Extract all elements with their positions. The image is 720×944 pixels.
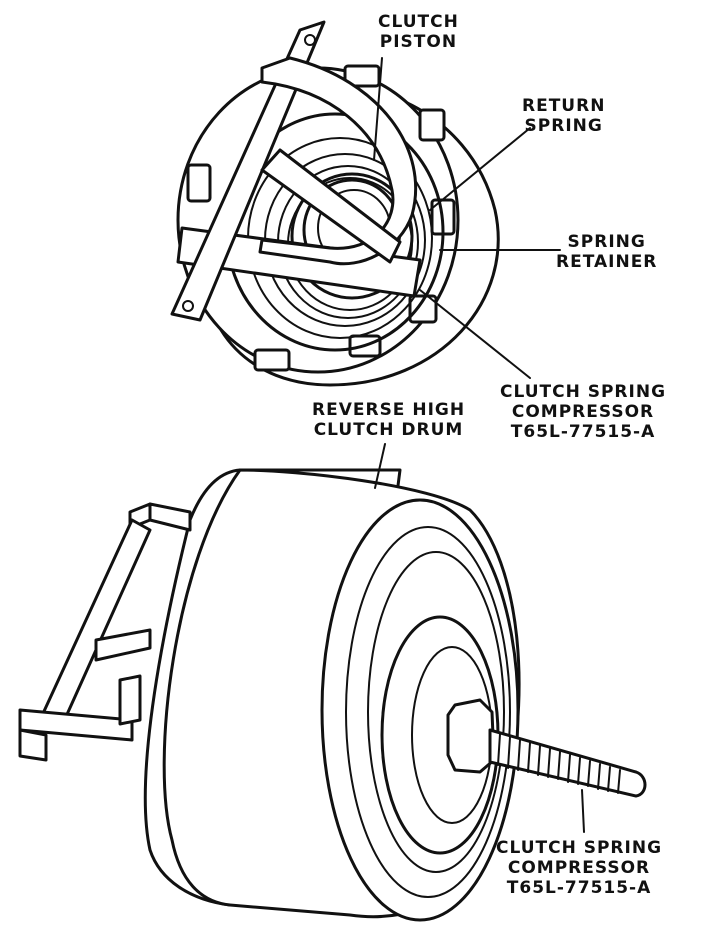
label-reverse-high-clutch-drum: REVERSE HIGH CLUTCH DRUM xyxy=(312,400,466,440)
top-assembly xyxy=(170,20,561,387)
top-leader-lines xyxy=(373,57,561,379)
bottom-assembly xyxy=(18,443,647,922)
top-drum-tabs xyxy=(186,64,456,372)
label-spring-retainer: SPRING RETAINER xyxy=(556,232,658,272)
top-compressor-tool xyxy=(170,20,422,322)
threaded-rod xyxy=(488,728,647,798)
spring-retainer-ring xyxy=(290,172,414,300)
label-clutch-spring-compressor-bottom: CLUTCH SPRING COMPRESSOR T65L-77515-A xyxy=(496,838,663,898)
compressor-nut xyxy=(446,698,496,774)
label-return-spring: RETURN SPRING xyxy=(522,96,606,136)
bottom-leader-lines xyxy=(374,443,585,833)
label-clutch-piston: CLUTCH PISTON xyxy=(378,12,459,52)
label-clutch-spring-compressor-top: CLUTCH SPRING COMPRESSOR T65L-77515-A xyxy=(500,382,667,442)
bottom-compressor-frame xyxy=(18,502,192,762)
